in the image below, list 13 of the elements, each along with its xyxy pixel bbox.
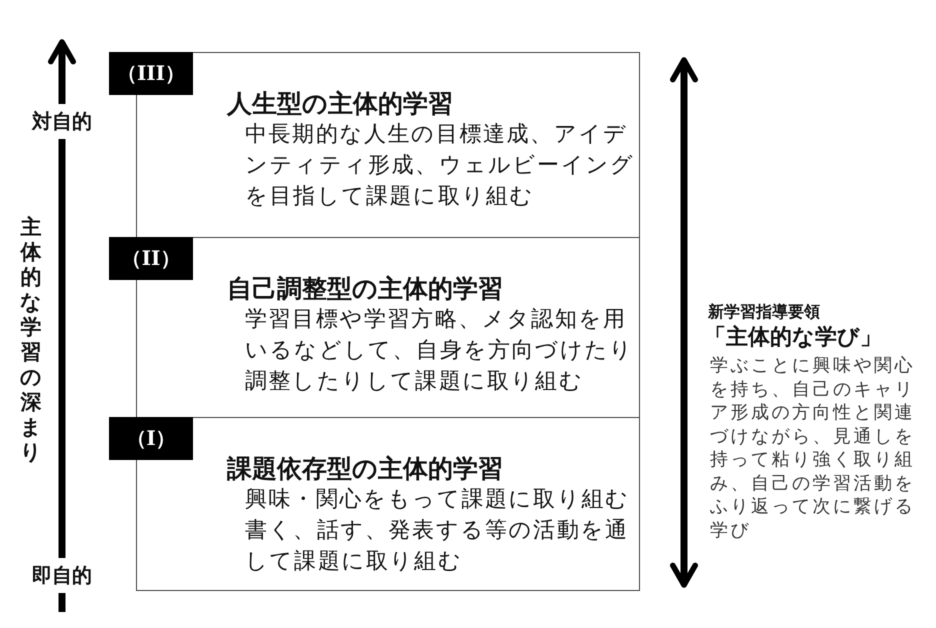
axis-label: 対自的 bbox=[32, 104, 92, 139]
level-heading: 人生型の主体的学習 bbox=[227, 88, 453, 120]
level-description: 中長期的な人生の目標達成、アイデンティティ形成、ウェルビーイングを目指して課題に取り組む bbox=[245, 121, 635, 211]
level-description: 学習目標や学習方略、メタ認知を用いるなどして、自身を方向づけたり調整したりして課題に取り組む bbox=[245, 306, 635, 396]
level-tag: （I） bbox=[109, 417, 193, 460]
axis-title: 主体的な学習の深まり bbox=[18, 215, 44, 465]
level-tag: （II） bbox=[109, 237, 193, 280]
level-heading: 自己調整型の主体的学習 bbox=[227, 273, 503, 305]
note-heading: 新学習指導要領 bbox=[708, 302, 820, 323]
level-tag: （III） bbox=[109, 52, 193, 95]
level-description: 興味・関心をもって課題に取り組む書く、話す、発表する等の活動を通して課題に取り組む bbox=[245, 486, 631, 576]
axis-label: 即自的 bbox=[32, 558, 92, 593]
level-heading: 課題依存型の主体的学習 bbox=[227, 453, 503, 485]
